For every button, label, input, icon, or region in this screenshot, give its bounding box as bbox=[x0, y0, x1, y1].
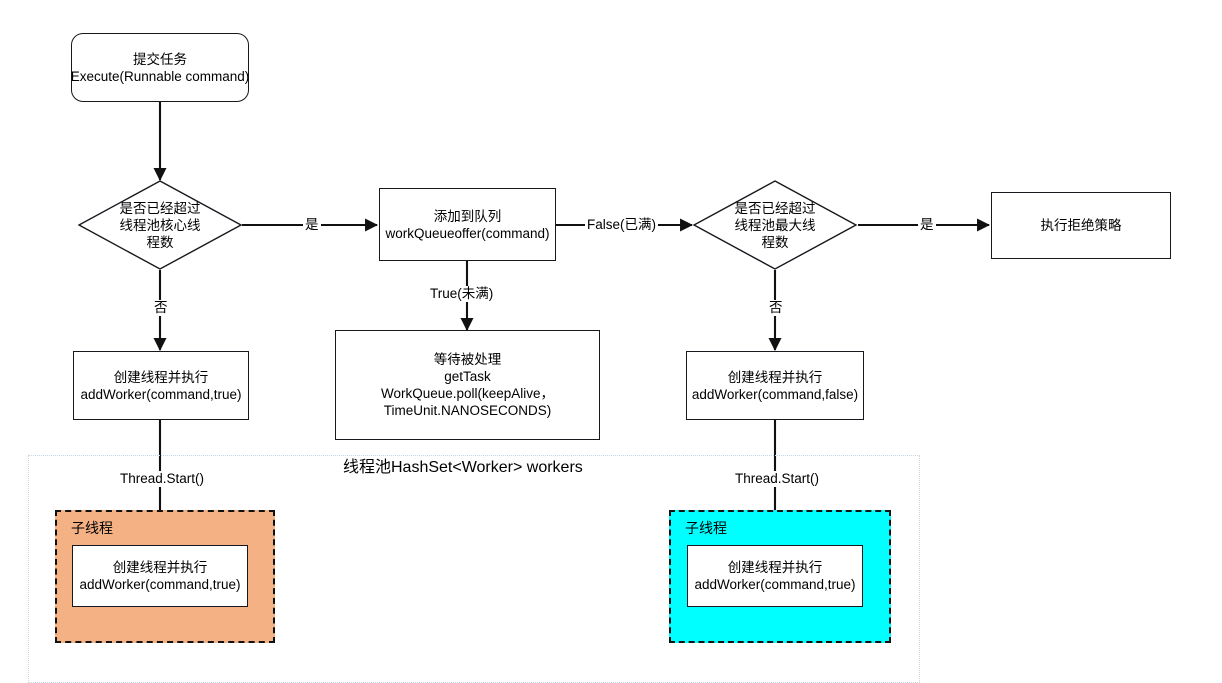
node-check-core-line-1: 是否已经超过 bbox=[119, 200, 201, 216]
node-add-to-queue-line-1: 添加到队列 bbox=[433, 208, 502, 224]
node-worker-left[interactable]: 创建线程并执行 addWorker(command,true) bbox=[72, 545, 248, 607]
edge-label-max-no: 否 bbox=[767, 300, 785, 316]
node-worker-right-line-2: addWorker(command,true) bbox=[694, 577, 856, 592]
edge-label-max-yes: 是 bbox=[918, 217, 936, 233]
node-create-core-worker-line-2: addWorker(command,true) bbox=[80, 386, 242, 402]
node-create-max-worker-line-1: 创建线程并执行 bbox=[727, 369, 823, 385]
node-check-core-line-2: 线程池核心线 bbox=[119, 217, 201, 233]
node-add-to-queue[interactable]: 添加到队列 workQueueoffer(command) bbox=[379, 188, 556, 261]
node-check-core-threads[interactable]: 是否已经超过 线程池核心线 程数 bbox=[78, 180, 242, 270]
sub-thread-group-left-label: 子线程 bbox=[71, 520, 113, 536]
node-submit-task-line-1: 提交任务 bbox=[133, 51, 187, 67]
edge-label-queue-true: True(未满) bbox=[428, 286, 496, 302]
node-wait-processed[interactable]: 等待被处理 getTask WorkQueue.poll(keepAlive， … bbox=[335, 330, 600, 440]
node-check-max-line-2: 线程池最大线 bbox=[734, 217, 816, 233]
edge-label-core-no: 否 bbox=[152, 300, 170, 316]
sub-thread-group-right-label: 子线程 bbox=[685, 520, 727, 536]
edge-label-thread-start-right: Thread.Start() bbox=[733, 471, 822, 487]
node-create-core-worker[interactable]: 创建线程并执行 addWorker(command,true) bbox=[73, 351, 249, 420]
node-wait-processed-line-3: WorkQueue.poll(keepAlive， bbox=[380, 386, 555, 401]
edge-label-thread-start-left: Thread.Start() bbox=[118, 471, 207, 487]
node-reject-policy-line-1: 执行拒绝策略 bbox=[1040, 218, 1122, 233]
node-check-core-threads-text: 是否已经超过 线程池核心线 程数 bbox=[78, 180, 242, 270]
edge-label-queue-false: False(已满) bbox=[585, 217, 659, 233]
node-worker-right[interactable]: 创建线程并执行 addWorker(command,true) bbox=[687, 545, 863, 607]
node-check-max-threads[interactable]: 是否已经超过 线程池最大线 程数 bbox=[693, 180, 857, 270]
node-check-core-line-3: 程数 bbox=[146, 234, 174, 250]
node-check-max-line-3: 程数 bbox=[761, 234, 789, 250]
node-wait-processed-line-1: 等待被处理 bbox=[433, 352, 502, 367]
node-create-max-worker-line-2: addWorker(command,false) bbox=[691, 386, 859, 402]
node-submit-task-line-2: Execute(Runnable command) bbox=[70, 68, 250, 84]
node-reject-policy[interactable]: 执行拒绝策略 bbox=[991, 192, 1171, 259]
node-wait-processed-line-4: TimeUnit.NANOSECONDS) bbox=[383, 403, 552, 418]
node-add-to-queue-line-2: workQueueoffer(command) bbox=[385, 225, 550, 241]
node-wait-processed-line-2: getTask bbox=[444, 369, 491, 384]
node-worker-right-line-1: 创建线程并执行 bbox=[727, 560, 823, 575]
node-worker-left-line-1: 创建线程并执行 bbox=[112, 560, 208, 575]
node-check-max-threads-text: 是否已经超过 线程池最大线 程数 bbox=[693, 180, 857, 270]
edge-label-core-yes: 是 bbox=[303, 217, 321, 233]
thread-pool-title: 线程池HashSet<Worker> workers bbox=[340, 458, 586, 478]
node-create-max-worker[interactable]: 创建线程并执行 addWorker(command,false) bbox=[686, 351, 864, 420]
node-worker-left-line-2: addWorker(command,true) bbox=[79, 577, 241, 592]
node-create-core-worker-line-1: 创建线程并执行 bbox=[113, 369, 209, 385]
node-submit-task[interactable]: 提交任务 Execute(Runnable command) bbox=[71, 33, 249, 102]
node-check-max-line-1: 是否已经超过 bbox=[734, 200, 816, 216]
